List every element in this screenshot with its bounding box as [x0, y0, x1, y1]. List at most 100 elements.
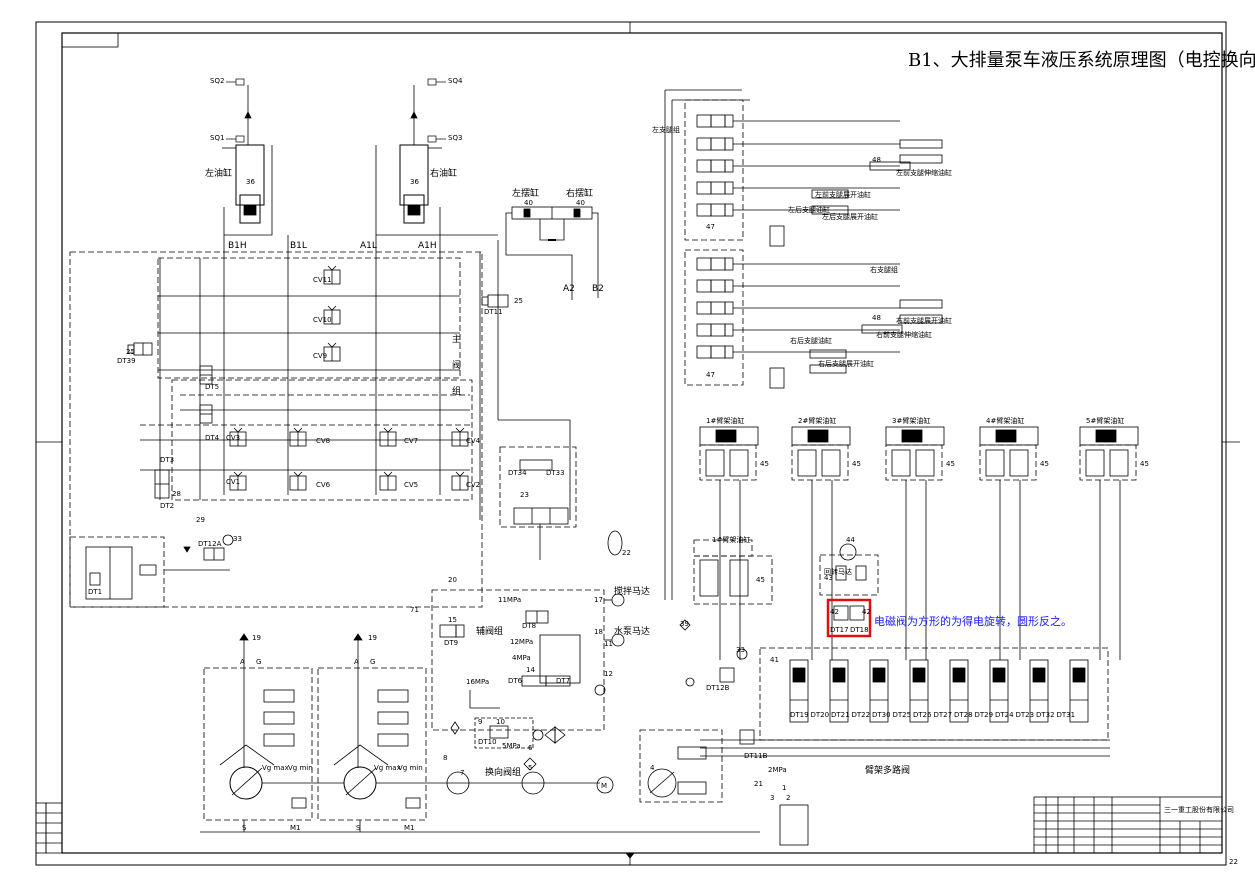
swing-left-label: 左摆缸 [512, 187, 539, 199]
swing-num-left: 40 [524, 199, 533, 207]
num-4: 4 [650, 764, 655, 772]
outrigger-valve [696, 203, 900, 217]
cv-valve [289, 471, 307, 491]
sensor-sq1: SQ1 [210, 134, 224, 142]
multiway-dt-label: DT29 [975, 711, 994, 719]
left-out-2: 左前支腿展开油缸 [815, 190, 871, 199]
left-cylinder-label: 左油缸 [205, 167, 232, 179]
pump1-port-a: A [240, 658, 245, 666]
aux-valve-block [431, 589, 625, 749]
multiway-dt-label: DT24 [995, 711, 1014, 719]
pump2-port-m1: M1 [404, 824, 415, 832]
boom-cylinder-label: 1#臂架油缸 [706, 416, 744, 425]
multiway-dt-label: DT21 [831, 711, 850, 719]
aux-11mpa: 11MPa [498, 596, 521, 604]
swing-port-b2: B2 [592, 284, 604, 294]
multiway-dt-label: DT30 [872, 711, 891, 719]
num-48-b: 48 [872, 314, 881, 322]
cv11-label: CV11 [313, 276, 332, 284]
num-5: 5 [528, 764, 532, 772]
dt10-label: DT10 [478, 738, 497, 746]
cv-valve [229, 427, 247, 447]
mixer-motor-label: 搅拌马达 [614, 585, 650, 597]
dt17-label: DT17 [830, 626, 849, 634]
main-valve-label-2: 阀 [452, 360, 461, 371]
multiway-dt-label: DT22 [852, 711, 871, 719]
multiway-section [949, 659, 969, 723]
right-cylinder-label: 右油缸 [430, 167, 457, 179]
dt12b-label: DT12B [706, 684, 730, 692]
pump1-vgmin: Vg min [288, 764, 313, 772]
multiway-section [789, 659, 809, 723]
port-a1l: A1L [360, 241, 377, 251]
right-out-1: 右前支腿展开油缸 [896, 316, 952, 325]
dt3-label: DT3 [160, 456, 174, 464]
outrigger-valve [696, 345, 900, 359]
right-out-2: 右前支腿伸缩油缸 [876, 330, 932, 339]
port-b1h: B1H [228, 241, 247, 251]
right-out-4: 右后支腿展开油缸 [818, 359, 874, 368]
pump1-vgmax: Vg max [262, 764, 289, 772]
multiway-section [869, 659, 889, 723]
cv-valve [379, 427, 397, 447]
cyl-num-left: 36 [246, 178, 255, 186]
boom-6-unit [693, 539, 773, 605]
boom-num-45: 45 [1140, 460, 1149, 468]
inner-frame [61, 32, 1223, 854]
boom-cylinder-label: 2#臂架油缸 [798, 416, 836, 425]
cv-valve [323, 305, 341, 325]
boom-6-label: 1#臂架油缸 [712, 535, 750, 544]
highlight-dt17-dt18 [826, 598, 872, 638]
boom-cylinder-label: 4#臂架油缸 [986, 416, 1024, 425]
num-28: 28 [172, 490, 181, 498]
num-18: 18 [594, 628, 603, 636]
swing-num-right: 40 [576, 199, 585, 207]
pump1-port-g: G [256, 658, 261, 666]
boom-num-45: 45 [852, 460, 861, 468]
num-42-a: 42 [830, 608, 839, 616]
boom-multiway-valve [679, 619, 1110, 757]
cv7-label: CV7 [404, 437, 418, 445]
water-motor-label: 水泵马达 [614, 625, 650, 637]
num-42-b: 42 [862, 608, 871, 616]
main-valve-label-1: 主 [452, 333, 461, 345]
multiway-section [1029, 659, 1049, 723]
dt4-label: DT4 [205, 434, 220, 442]
num-44: 44 [846, 536, 855, 544]
cv4-label: CV4 [466, 437, 481, 445]
dt33-label: DT33 [546, 469, 565, 477]
cv-valve [451, 427, 469, 447]
num-2: 2 [786, 794, 790, 802]
sensor-sq4: SQ4 [448, 77, 463, 85]
solenoid-valves-left [127, 294, 509, 561]
num-6: 6 [528, 744, 533, 752]
num-17: 17 [594, 596, 603, 604]
pump2-vgmin: Vg min [398, 764, 423, 772]
dt1-label: DT1 [88, 588, 102, 596]
cv-valve [379, 471, 397, 491]
cv-valve [229, 471, 247, 491]
slew-motor [819, 543, 879, 596]
num-8: 8 [443, 754, 447, 762]
multiway-dt-label: DT23 [1016, 711, 1035, 719]
pump2-port-g: G [370, 658, 375, 666]
aux-valve-label: 辅阀组 [476, 625, 503, 637]
boom-cylinder-unit: 2#臂架油缸 45 [791, 416, 861, 660]
swing-right-label: 右摆缸 [566, 187, 593, 199]
port-b1l: B1L [290, 241, 307, 251]
swing-port-a2: A2 [563, 284, 575, 294]
multiway-dt-label: DT25 [893, 711, 912, 719]
dt7-label: DT7 [556, 677, 570, 685]
left-out-4: 左后支腿展开油缸 [822, 212, 878, 221]
cv-valves [229, 265, 469, 491]
aux-4mpa: 4MPa [512, 654, 531, 662]
p2mpa-label: 2MPa [768, 766, 787, 774]
num-25-a: 25 [126, 348, 135, 356]
cv3-label: CV3 [226, 434, 240, 442]
pump2-port-s: S [356, 824, 361, 832]
num-48-a: 48 [872, 156, 881, 164]
cv1-label: CV1 [226, 478, 240, 486]
